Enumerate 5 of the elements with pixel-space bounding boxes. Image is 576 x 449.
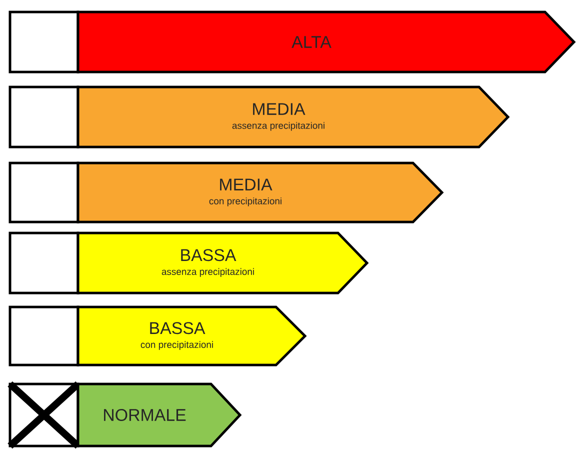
checkbox [8,162,80,224]
checkbox [8,10,80,74]
checkbox [8,86,80,148]
checkbox [8,232,80,294]
checkbox [8,306,80,366]
